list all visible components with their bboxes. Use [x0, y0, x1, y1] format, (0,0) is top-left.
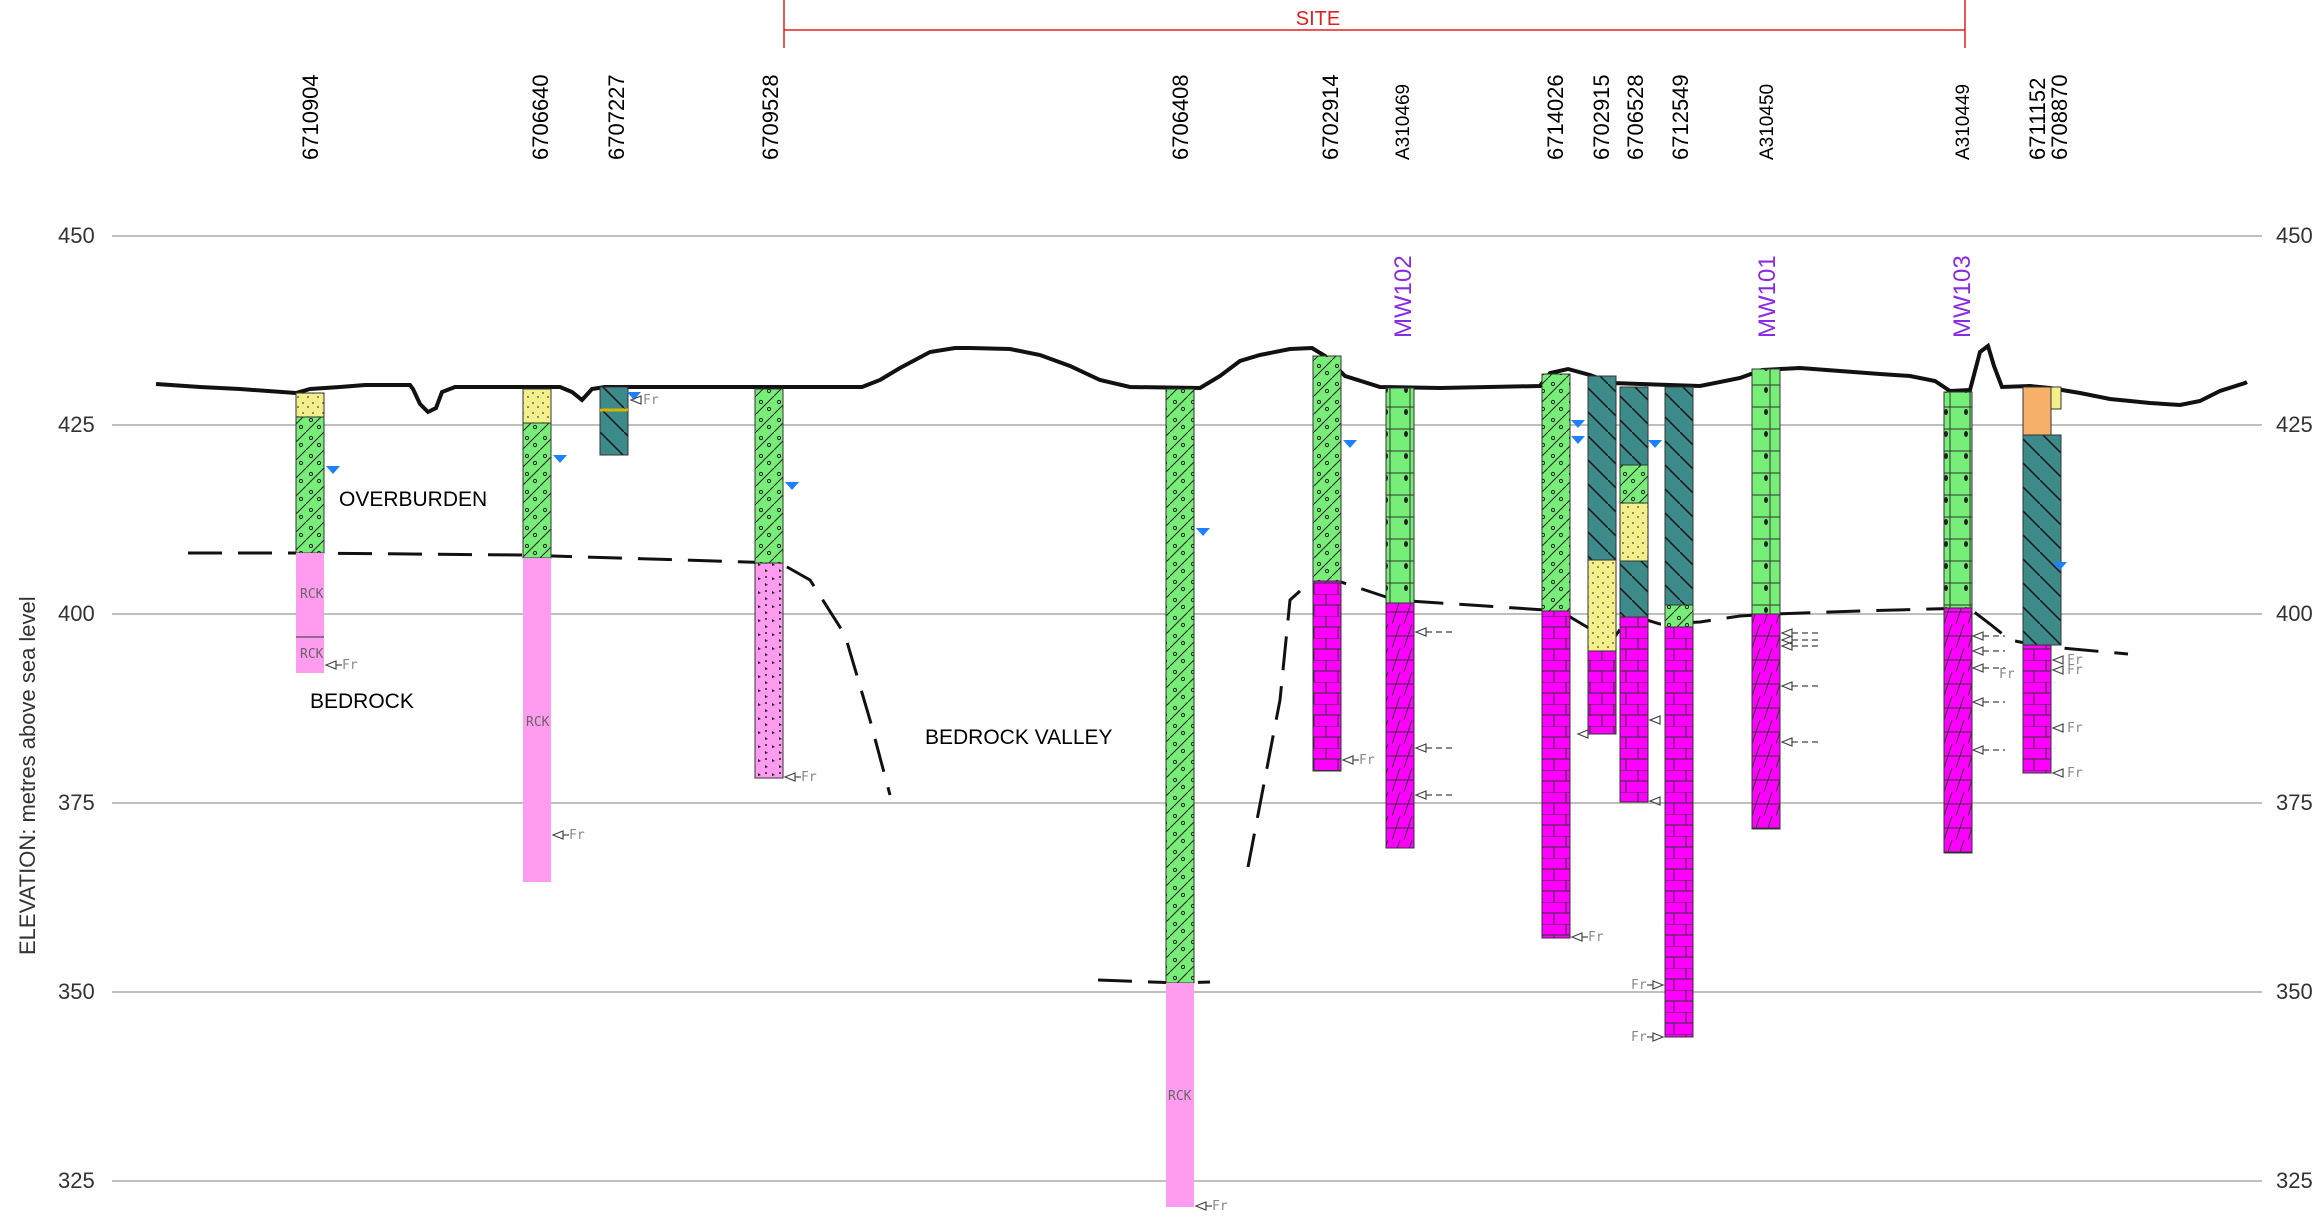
- well-label: MW102: [1390, 255, 1417, 338]
- borehole-column: [1664, 386, 1694, 1038]
- tick-label: 325: [58, 1168, 95, 1193]
- fracture-label: Fr: [569, 828, 585, 843]
- tick-label: 425: [58, 412, 95, 437]
- geologic-annotations: OVERBURDEN BEDROCK BEDROCK VALLEY: [310, 488, 1113, 749]
- tick-label: 350: [2276, 979, 2313, 1004]
- ground-surface-line: [155, 342, 2248, 415]
- borehole-label: 6708870: [2047, 74, 2072, 160]
- borehole-column: [1751, 368, 1781, 830]
- well-label: MW101: [1754, 255, 1781, 338]
- water-level-markers: [326, 392, 2067, 570]
- site-bracket: SITE: [783, 0, 1966, 48]
- tick-label: 350: [58, 979, 95, 1004]
- borehole-column: [1541, 373, 1571, 939]
- borehole-label: 6707227: [604, 74, 629, 160]
- borehole-label: 6706528: [1623, 74, 1648, 160]
- borehole-label: 6710904: [298, 74, 323, 160]
- borehole-column: [1619, 386, 1649, 803]
- borehole-label: 6714026: [1543, 74, 1568, 160]
- fracture-label: Fr: [2067, 653, 2083, 668]
- fracture-label: Fr: [2067, 766, 2083, 781]
- tick-label: 400: [2276, 601, 2313, 626]
- borehole-label: 6711152: [2025, 78, 2050, 160]
- fracture-label: Fr: [2067, 663, 2083, 678]
- fracture-label: Fr: [801, 770, 817, 785]
- borehole-column: [754, 388, 784, 779]
- borehole-logs: RCK RCK RCK RCK: [295, 355, 2062, 1207]
- borehole-label: 6702914: [1318, 74, 1343, 160]
- borehole-label: 6709528: [758, 74, 783, 160]
- rock-code: RCK: [526, 715, 550, 730]
- borehole-label: 6702915: [1589, 74, 1614, 160]
- borehole-labels: 6710904 6706640 6707227 6709528 6706408 …: [298, 74, 2072, 160]
- bedrock-label: BEDROCK: [310, 690, 414, 713]
- borehole-label: A310449: [1953, 84, 1974, 160]
- site-label: SITE: [1296, 8, 1340, 30]
- tick-label: 425: [2276, 412, 2313, 437]
- rock-code: RCK: [300, 587, 324, 602]
- fracture-markers: [324, 395, 2064, 1211]
- borehole-column: RCK: [522, 388, 552, 882]
- borehole-column: [2022, 386, 2062, 774]
- fracture-label: Fr: [643, 393, 659, 408]
- y-axis-title: ELEVATION: metres above sea level: [15, 596, 40, 955]
- borehole-column: RCK RCK: [295, 392, 325, 673]
- borehole-column: [1943, 391, 1973, 854]
- y-tick-labels-left: 450 425 400 375 350 325: [58, 223, 95, 1193]
- tick-label: 400: [58, 601, 95, 626]
- rock-code: RCK: [300, 647, 324, 662]
- borehole-label: A310450: [1757, 84, 1778, 160]
- rock-code: RCK: [1168, 1089, 1192, 1104]
- well-label: MW103: [1949, 255, 1976, 338]
- borehole-column: [599, 386, 629, 456]
- borehole-label: 6712549: [1668, 74, 1693, 160]
- overburden-label: OVERBURDEN: [339, 488, 487, 511]
- tick-label: 325: [2276, 1168, 2313, 1193]
- borehole-column: [1312, 355, 1342, 772]
- borehole-column: RCK: [1165, 388, 1195, 1207]
- borehole-column: [1385, 387, 1415, 849]
- fracture-label: Fr: [1212, 1199, 1228, 1214]
- fracture-label: Fr: [1999, 667, 2015, 682]
- tick-label: 375: [58, 790, 95, 815]
- monitoring-well-labels: MW102 MW101 MW103: [1390, 255, 1976, 338]
- fracture-label: Fr: [1631, 1030, 1647, 1045]
- bedrock-surface-dashed: [188, 551, 2129, 985]
- borehole-label: 6706408: [1168, 74, 1193, 160]
- fracture-label: Fr: [1588, 930, 1604, 945]
- tick-label: 450: [2276, 223, 2313, 248]
- fracture-label: Fr: [1359, 753, 1375, 768]
- fracture-label: Fr: [2067, 721, 2083, 736]
- tick-label: 450: [58, 223, 95, 248]
- fracture-labels: Fr Fr Fr Fr Fr Fr Fr Fr Fr Fr Fr Fr Fr F…: [342, 393, 2083, 1214]
- borehole-label: 6706640: [528, 74, 553, 160]
- fracture-label: Fr: [1631, 978, 1647, 993]
- borehole-label: A310469: [1393, 84, 1414, 160]
- y-tick-labels-right: 450 425 400 375 350 325: [2276, 223, 2313, 1193]
- tick-label: 375: [2276, 790, 2313, 815]
- fracture-label: Fr: [342, 658, 358, 673]
- borehole-column: [1587, 375, 1617, 735]
- bedrock-valley-label: BEDROCK VALLEY: [925, 726, 1113, 749]
